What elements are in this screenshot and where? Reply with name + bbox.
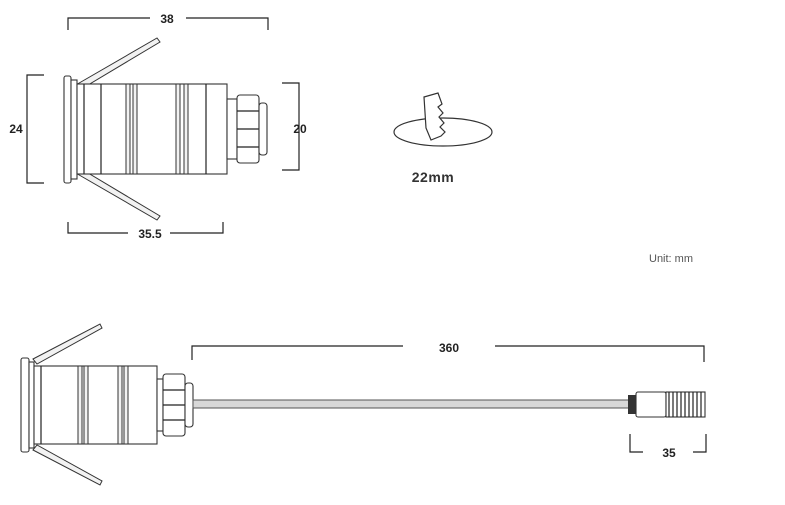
top-fixture-side-view: 38 24 20 35.5 bbox=[9, 12, 307, 241]
heatsink-body bbox=[76, 83, 228, 175]
dim-360-bracket: 360 bbox=[191, 341, 705, 362]
cable-gland-nut bbox=[226, 94, 268, 164]
saw-blade-icon bbox=[423, 92, 446, 141]
unit-note: Unit: mm bbox=[649, 253, 693, 265]
dim-35-5-label: 35.5 bbox=[138, 227, 162, 241]
dim-38-label: 38 bbox=[160, 12, 174, 26]
power-cable bbox=[192, 399, 631, 409]
dim-35-bracket: 35 bbox=[629, 434, 707, 460]
dim-35-label: 35 bbox=[662, 446, 676, 460]
dim-20-bracket: 20 bbox=[282, 82, 307, 171]
bottom-flange-lip bbox=[28, 361, 35, 449]
hole-saw-illustration: 22mm bbox=[393, 92, 493, 185]
bottom-fixture-with-cable: 360 bbox=[20, 323, 707, 486]
flange-lip bbox=[70, 79, 78, 180]
bottom-cable-gland-nut bbox=[156, 373, 194, 437]
front-flange bbox=[63, 75, 72, 184]
dim-35-5-bracket: 35.5 bbox=[67, 222, 224, 241]
connector-collar bbox=[628, 395, 636, 414]
hole-diameter-label: 22mm bbox=[412, 169, 454, 185]
bottom-heatsink-body bbox=[33, 365, 158, 445]
dim-360-label: 360 bbox=[439, 341, 459, 355]
dim-24-bracket: 24 bbox=[9, 74, 44, 184]
dim-24-label: 24 bbox=[9, 122, 23, 136]
dim-38-bracket: 38 bbox=[67, 12, 269, 30]
waterproof-connector bbox=[628, 391, 706, 418]
bottom-spring-clips bbox=[32, 323, 103, 486]
bottom-front-flange bbox=[20, 357, 30, 453]
dim-20-label: 20 bbox=[293, 122, 307, 136]
